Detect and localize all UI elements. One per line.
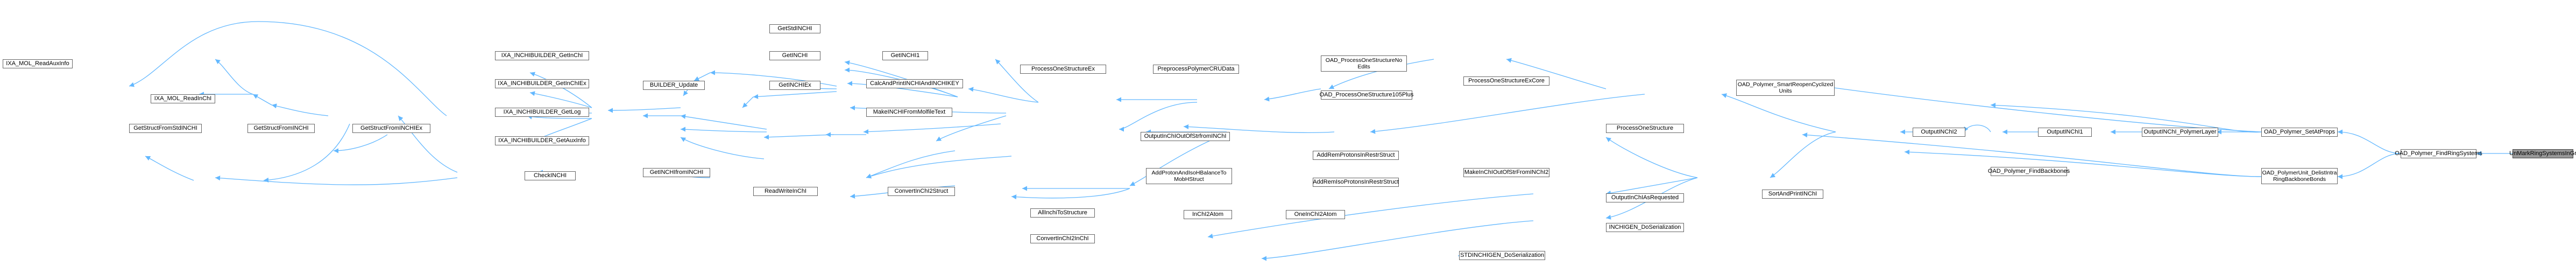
node-calcandprintinchiandinchikey[interactable]: CalcAndPrintINCHIAndINCHIKEY: [866, 79, 963, 88]
node-outputinchisasrequested[interactable]: OutputInChIAsRequested: [1606, 193, 1684, 202]
node-allinchitoinstructure[interactable]: AllInchiToStructure: [1030, 208, 1095, 218]
node-getstructfrominchi[interactable]: GetStructFromINCHI: [247, 124, 315, 133]
node-getinchi1[interactable]: GetINCHI1: [882, 51, 928, 60]
node-processonestructure[interactable]: ProcessOneStructure: [1606, 124, 1684, 133]
node-readwriteinchi[interactable]: ReadWriteInChI: [753, 187, 818, 196]
node-checkinchi[interactable]: CheckINCHI: [525, 171, 576, 180]
node-outputinchioutofstrfrominchi[interactable]: OutputInChIOutOfStrfromINChI: [1141, 132, 1230, 141]
node-oad-processonestructure105plus[interactable]: OAD_ProcessOneStructure105Plus: [1320, 90, 1413, 100]
node-oad-polymer-findbackbones[interactable]: OAD_Polymer_FindBackbones: [1988, 167, 2070, 176]
node-inchi2atom[interactable]: InChI2Atom: [1184, 210, 1232, 219]
node-ixa-inchibuilder-getlog[interactable]: IXA_INCHIBUILDER_GetLog: [495, 108, 589, 117]
node-ixa-inchibuilder-getinchiex[interactable]: IXA_INCHIBUILDER_GetInChIEx: [495, 79, 589, 88]
node-builder-update[interactable]: BUILDER_Update: [643, 81, 705, 90]
node-oad-polymer-findringsystems[interactable]: OAD_Polymer_FindRingSystems: [2395, 149, 2482, 158]
node-ixa-mol-readinchi[interactable]: IXA_MOL_ReadInChI: [151, 94, 215, 103]
node-getstructfromstdinchi[interactable]: GetStructFromStdINCHI: [129, 124, 202, 133]
node-preprocesspolymercrudata[interactable]: PreprocessPolymerCRUData: [1153, 65, 1239, 74]
node-getstructfrominchiex[interactable]: GetStructFromINCHIEx: [352, 124, 430, 133]
node-inchigen-doserialization[interactable]: INCHIGEN_DoSerialization: [1606, 223, 1684, 232]
node-convertinchi2inchi[interactable]: ConvertInChI2InChI: [1030, 234, 1095, 243]
node-processonestructureexcore[interactable]: ProcessOneStructureExCore: [1463, 76, 1549, 86]
node-sortandprintinchi[interactable]: SortAndPrintINChI: [1762, 190, 1823, 199]
node-getinchifrominchi[interactable]: GetINCHIfromINCHI: [643, 168, 710, 177]
node-unmarkringsystemsingr[interactable]: UnMarkRingSystemsInGr: [2509, 149, 2576, 158]
node-outputinchi2[interactable]: OutputINChI2: [1913, 128, 1965, 137]
node-ixa-inchibuilder-getinchi[interactable]: IXA_INCHIBUILDER_GetInChI: [495, 51, 589, 60]
node-ixa-inchibuilder-getauxinfo[interactable]: IXA_INCHIBUILDER_GetAuxInfo: [495, 136, 589, 145]
node-outputinchi1[interactable]: OutputINChI1: [2038, 128, 2092, 137]
node-ixa-mol-readauxinfo[interactable]: IXA_MOL_ReadAuxInfo: [3, 59, 73, 68]
node-makeinchioutofstrfrominchi2[interactable]: MakeInChIOutOfStrFromINChI2: [1463, 168, 1549, 177]
node-oad-polymer-setatprops[interactable]: OAD_Polymer_SetAtProps: [2261, 128, 2338, 137]
node-addremprotonsinrestrstruct[interactable]: AddRemProtonsInRestrStruct: [1313, 151, 1399, 160]
node-oneinchi2atom[interactable]: OneInChI2Atom: [1286, 210, 1345, 219]
node-getinchiex[interactable]: GetINCHIEx: [769, 81, 820, 90]
node-convertinchi2struct[interactable]: ConvertInChI2Struct: [888, 187, 955, 196]
node-getinchi[interactable]: GetINCHI: [769, 51, 820, 60]
node-stdinchigen-doserialization[interactable]: STDINCHIGEN_DoSerialization: [1459, 251, 1545, 260]
node-outputinchi-polymerlayer[interactable]: OutputINChI_PolymerLayer: [2142, 128, 2218, 137]
node-processonestructureex[interactable]: ProcessOneStructureEx: [1020, 65, 1106, 74]
node-makeinchifrommolfiletext[interactable]: MakeINCHIFromMolfileText: [866, 108, 952, 117]
node-getstdinchi[interactable]: GetStdINCHI: [769, 24, 820, 33]
node-addremisoprotonsinrestrstruct[interactable]: AddRemIsoProtonsInRestrStruct: [1313, 178, 1399, 187]
